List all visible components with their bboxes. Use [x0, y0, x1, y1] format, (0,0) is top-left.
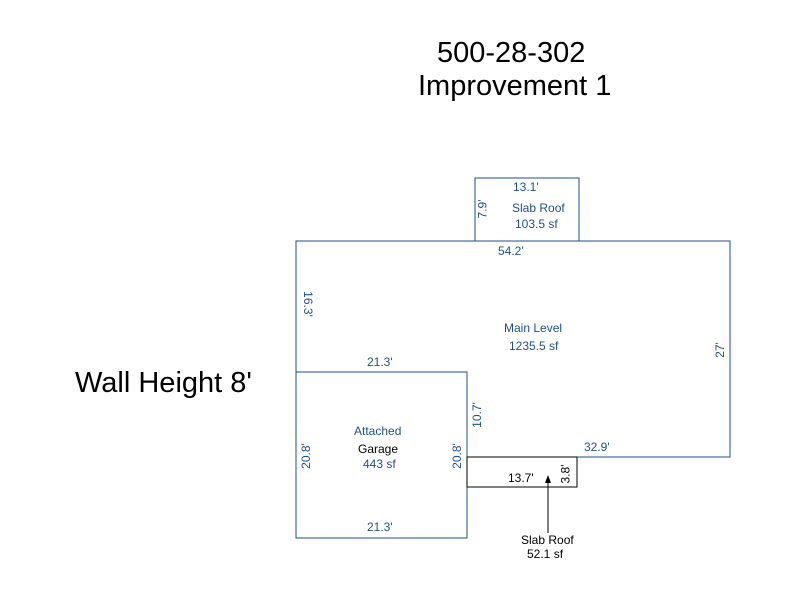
garage-left-dimension: 20.8' — [298, 443, 313, 469]
garage-label-line1: Attached — [354, 424, 402, 438]
garage-outline — [295, 371, 468, 539]
slab-bottom-label: Slab Roof — [521, 533, 574, 547]
garage-right-dimension: 20.8' — [449, 443, 464, 469]
main-top-dimension: 54.2' — [498, 244, 524, 258]
main-level-label: Main Level — [504, 321, 563, 335]
improvement-title: Improvement 1 — [418, 70, 612, 102]
main-bottom-dimension: 32.9' — [584, 440, 610, 454]
main-level-area: 1235.5 sf — [509, 339, 559, 353]
slab-bottom-area: 52.1 sf — [527, 547, 564, 561]
garage-top-dimension: 21.3' — [367, 355, 393, 369]
main-right-dimension: 27' — [712, 342, 727, 358]
slab-top-height: 7.9' — [475, 199, 490, 219]
parcel-number: 500-28-302 — [437, 37, 586, 69]
main-left-dimension: 16.3' — [300, 291, 315, 317]
wall-height-label: Wall Height 8' — [75, 367, 252, 399]
slab-top-area: 103.5 sf — [515, 217, 558, 231]
slab-roof-pointer-arrowhead — [545, 475, 551, 483]
main-step-dimension: 10.7' — [469, 402, 484, 428]
slab-bottom-height: 3.8' — [558, 464, 573, 484]
garage-bottom-dimension: 21.3' — [367, 520, 393, 534]
garage-area: 443 sf — [363, 457, 396, 471]
slab-roof-bottom-outline — [466, 456, 578, 488]
garage-label-line2: Garage — [358, 442, 399, 456]
slab-bottom-width: 13.7' — [508, 471, 534, 485]
slab-top-width: 13.1' — [513, 180, 539, 194]
slab-top-label: Slab Roof — [512, 201, 565, 215]
